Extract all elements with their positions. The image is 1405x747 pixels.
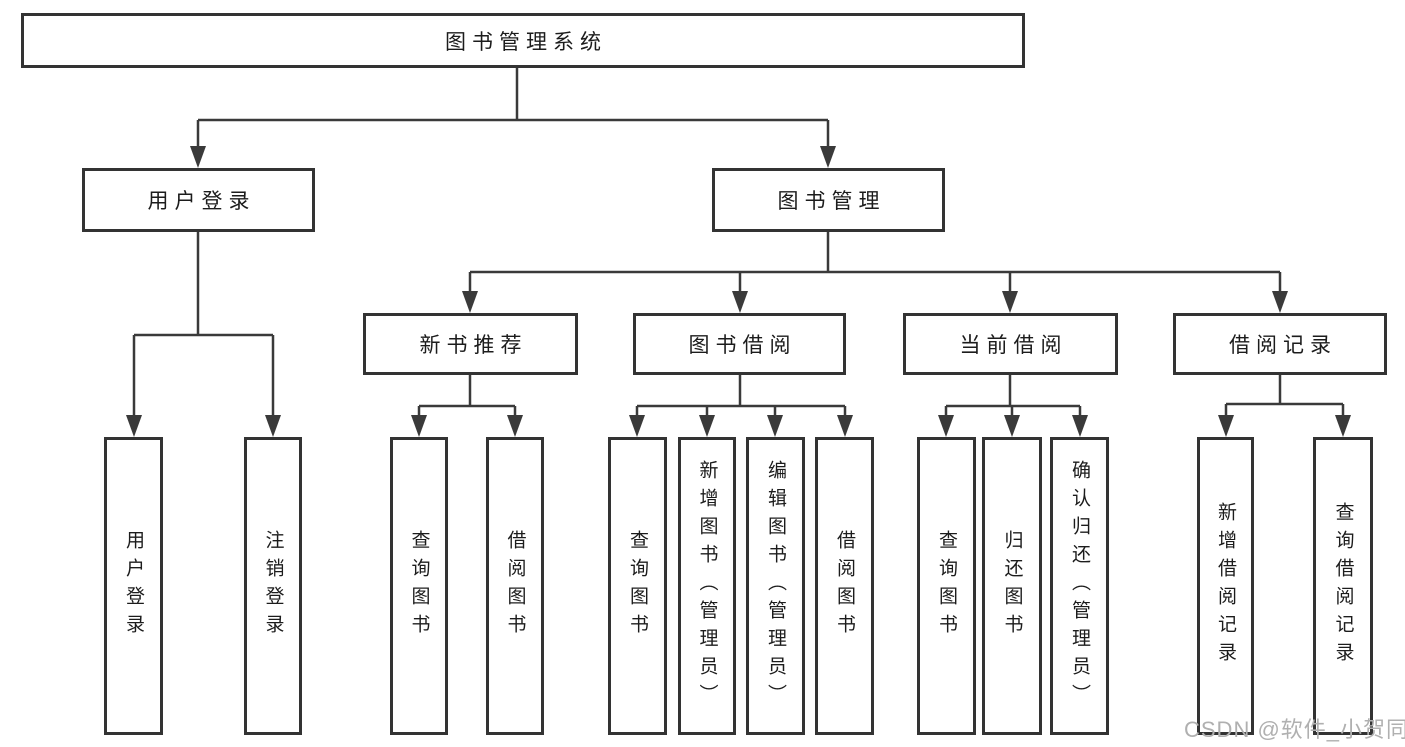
node-user-login: 用户登录 bbox=[82, 168, 315, 232]
leaf-record-add-borrow-record: 新增借阅记录 bbox=[1197, 437, 1254, 735]
leaf-current-return-books: 归还图书 bbox=[982, 437, 1042, 735]
node-root-system: 图书管理系统 bbox=[21, 13, 1025, 68]
leaf-recommend-query-books: 查询图书 bbox=[390, 437, 448, 735]
leaf-record-query-borrow-record: 查询借阅记录 bbox=[1313, 437, 1373, 735]
leaf-user-login: 用户登录 bbox=[104, 437, 163, 735]
leaf-borrow-edit-books-admin: 编辑图书（管理员） bbox=[746, 437, 805, 735]
csdn-watermark: CSDN @软件_小贺同学 bbox=[1184, 717, 1405, 742]
node-borrowing-records: 借阅记录 bbox=[1173, 313, 1387, 375]
node-current-borrowing: 当前借阅 bbox=[903, 313, 1118, 375]
node-book-management: 图书管理 bbox=[712, 168, 945, 232]
leaf-current-query-books: 查询图书 bbox=[917, 437, 976, 735]
leaf-borrow-borrow-books: 借阅图书 bbox=[815, 437, 874, 735]
node-book-borrowing: 图书借阅 bbox=[633, 313, 846, 375]
leaf-recommend-borrow-books: 借阅图书 bbox=[486, 437, 544, 735]
leaf-current-confirm-return-admin: 确认归还（管理员） bbox=[1050, 437, 1109, 735]
leaf-borrow-query-books: 查询图书 bbox=[608, 437, 667, 735]
arrowhead-icons bbox=[126, 146, 1351, 437]
node-new-book-recommendation: 新书推荐 bbox=[363, 313, 578, 375]
leaf-borrow-add-books-admin: 新增图书（管理员） bbox=[678, 437, 736, 735]
leaf-logout: 注销登录 bbox=[244, 437, 302, 735]
